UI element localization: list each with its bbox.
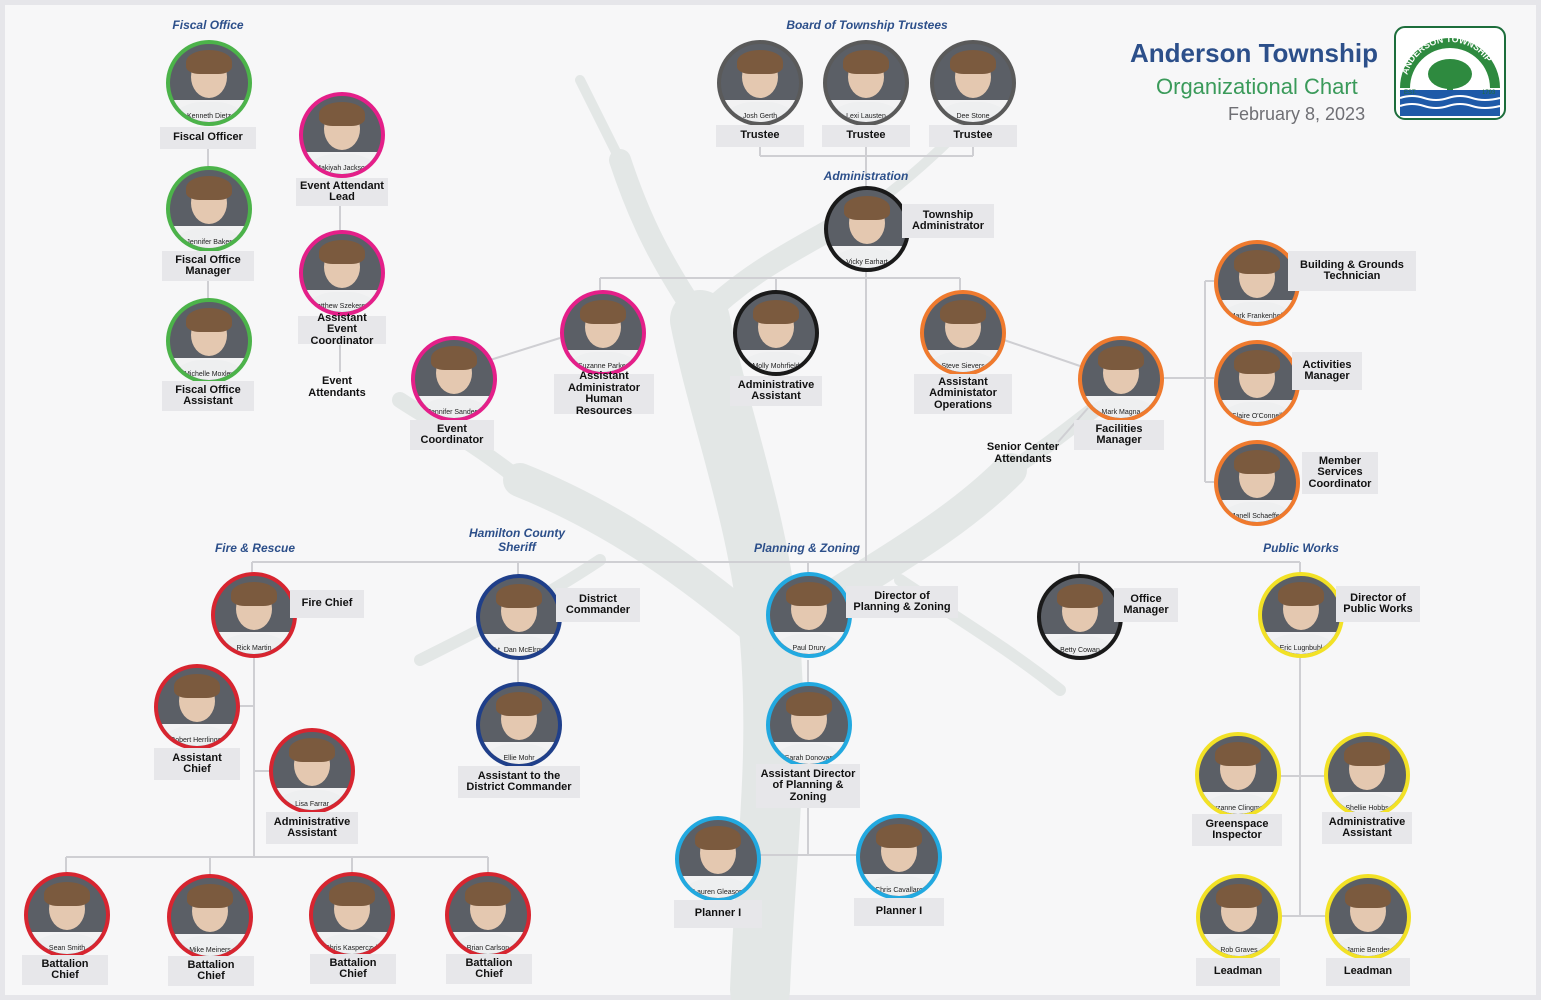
title-fiscal-officer: Fiscal Officer [160, 127, 256, 149]
title-leadman-1: Leadman [1196, 958, 1280, 986]
photo-eric-lugnbuhl: Eric Lugnbuhl [1258, 572, 1344, 658]
title-district-commander: District Commander [556, 588, 640, 622]
title-office-manager: Office Manager [1114, 588, 1178, 622]
photo-brian-carlson: Brian Carlson [445, 872, 531, 958]
title-administrative-assistant-admin: Administrative Assistant [730, 376, 822, 406]
title-trustee-1: Trustee [716, 125, 804, 147]
title-assistant-administrator-hr: Assistant Administrator Human Resources [554, 370, 654, 416]
title-fiscal-office-manager: Fiscal Office Manager [162, 251, 254, 281]
title-director-planning-zoning: Director of Planning & Zoning [846, 586, 958, 618]
photo-mike-meiners: Mike Meiners [167, 874, 253, 960]
photo-jamie-bender: Jamie Bender [1325, 874, 1411, 960]
org-lines [65, 147, 1328, 917]
role-event-attendants: Event Attendants [308, 375, 366, 399]
photo-mark-magna: Mark Magna [1078, 336, 1164, 422]
title-battalion-chief-4: Battalion Chief [446, 954, 532, 984]
photo-lisa-farrar: Lisa Farrar [269, 728, 355, 814]
title-assistant-chief: Assistant Chief [154, 748, 240, 780]
photo-kenneth-dietz: Kenneth Dietz [166, 40, 252, 126]
photo-robert-herrlinger: Robert Herrlinger [154, 664, 240, 750]
photo-lexi-lausten: Lexi Lausten [823, 40, 909, 126]
dept-fire-rescue: Fire & Rescue [214, 541, 296, 555]
dept-fiscal-office: Fiscal Office [172, 18, 244, 32]
photo-rob-graves: Rob Graves [1196, 874, 1282, 960]
title-administrative-assistant-pw: Administrative Assistant [1322, 812, 1412, 844]
title-member-services-coordinator: Member Services Coordinator [1302, 452, 1378, 494]
chart-date: February 8, 2023 [1228, 104, 1366, 124]
photo-makiyah-jackson: Makiyah Jackson [299, 92, 385, 178]
photo-matthew-szekeresh: Matthew Szekeresh [299, 230, 385, 316]
title-administrative-assistant-fire: Administrative Assistant [266, 812, 358, 844]
title-assistant-administrator-operations: Assistant Administator Operations [914, 374, 1012, 414]
photo-molly-mohrfield: Molly Mohrfield [733, 290, 819, 376]
photo-michelle-moxley: Michelle Moxley [166, 298, 252, 384]
title-assistant-event-coordinator: Assistant Event Coordinator [298, 312, 386, 347]
photo-dee-stone: Dee Stone [930, 40, 1016, 126]
chart-title: Anderson Township [1130, 38, 1378, 68]
dept-planning-zoning: Planning & Zoning [754, 541, 860, 555]
svg-text:1793: 1793 [1482, 90, 1496, 96]
role-senior-center-attendants: Senior Center Attendants [986, 441, 1060, 465]
photo-vicky-earhart: Vicky Earhart [824, 186, 910, 272]
svg-text:EST.: EST. [1404, 90, 1417, 96]
photo-paul-drury: Paul Drury [766, 572, 852, 658]
photo-mark-frankenhoff: Mark Frankenhoff [1214, 240, 1300, 326]
dept-hamilton-county-sheriff: Hamilton County Sheriff [469, 526, 565, 554]
dept-public-works: Public Works [1263, 541, 1339, 555]
title-trustee-2: Trustee [822, 125, 910, 147]
title-activities-manager: Activities Manager [1292, 352, 1362, 390]
title-leadman-2: Leadman [1326, 958, 1410, 986]
photo-lauren-gleason: Lauren Gleason [675, 816, 761, 902]
title-event-coordinator: Event Coordinator [410, 420, 494, 450]
title-battalion-chief-3: Battalion Chief [310, 954, 396, 984]
dept-administration: Administration [823, 169, 909, 183]
photo-chris-kasperczyk: Chris Kasperczyk [309, 872, 395, 958]
title-greenspace-inspector: Greenspace Inspector [1192, 814, 1282, 846]
photo-sean-smith: Sean Smith [24, 872, 110, 958]
title-township-administrator: Township Administrator [902, 204, 994, 238]
title-building-grounds-technician: Building & Grounds Technician [1288, 251, 1416, 291]
photo-sarah-donovan: Sarah Donovan [766, 682, 852, 768]
township-seal-logo: ANDERSON TOWNSHIP EST. 1793 [1394, 26, 1506, 120]
title-director-public-works: Director of Public Works [1336, 586, 1420, 622]
photo-suzanne-parker: Suzanne Parker [560, 290, 646, 376]
title-fire-chief: Fire Chief [290, 590, 364, 618]
title-planner-1-b: Planner I [854, 898, 944, 926]
photo-steve-sievers: Steve Sievers [920, 290, 1006, 376]
photo-shellie-hobbs: Shellie Hobbs [1324, 732, 1410, 818]
photo-jennifer-baker: Jennifer Baker [166, 166, 252, 252]
photo-ellie-mohr: Ellie Mohr [476, 682, 562, 768]
photo-claire-oconnell: Claire O'Connell [1214, 340, 1300, 426]
photo-jennifer-sanders: Jennifer Sanders [411, 336, 497, 422]
title-assistant-director-planning: Assistant Director of Planning & Zoning [756, 764, 860, 808]
photo-rick-martin: Rick Martin [211, 572, 297, 658]
photo-chris-cavallaro: Chris Cavallaro [856, 814, 942, 900]
title-battalion-chief-2: Battalion Chief [168, 956, 254, 986]
dept-board-of-trustees: Board of Township Trustees [786, 18, 948, 32]
title-trustee-3: Trustee [929, 125, 1017, 147]
photo-suzanne-clingman: Suzanne Clingman [1195, 732, 1281, 818]
photo-janell-schaeffer: Janell Schaeffer [1214, 440, 1300, 526]
title-planner-1-a: Planner I [674, 900, 762, 928]
title-fiscal-office-assistant: Fiscal Office Assistant [162, 381, 254, 411]
photo-josh-gerth: Josh Gerth [717, 40, 803, 126]
title-event-attendant-lead: Event Attendant Lead [296, 178, 388, 206]
title-battalion-chief-1: Battalion Chief [22, 955, 108, 985]
photo-dan-mcelroy: Lt. Dan McElroy [476, 574, 562, 660]
chart-subtitle: Organizational Chart [1156, 74, 1358, 99]
title-facilities-manager: Facilities Manager [1074, 420, 1164, 450]
photo-betty-cowan: Betty Cowan [1037, 574, 1123, 660]
title-assistant-to-district-commander: Assistant to the District Commander [458, 766, 580, 798]
